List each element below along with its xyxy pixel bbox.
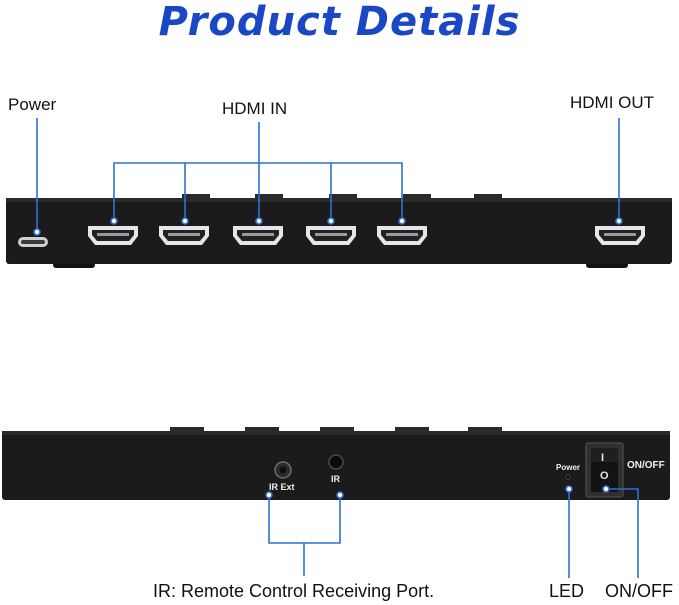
hdmi-in-port-3 bbox=[233, 226, 283, 245]
ir-ext-text: IR Ext bbox=[269, 482, 295, 492]
hdmi-in-label: HDMI IN bbox=[222, 99, 288, 118]
power-led-text: Power bbox=[556, 463, 581, 472]
switch-off-symbol: O bbox=[600, 470, 609, 482]
hdmi-in-port-2 bbox=[159, 226, 209, 245]
ir-receiver bbox=[328, 454, 344, 470]
ir-text: IR bbox=[331, 474, 340, 484]
hdmi-in-port-4 bbox=[306, 226, 356, 245]
switch-on-symbol: I bbox=[601, 452, 605, 464]
ir-ext-jack bbox=[274, 461, 292, 479]
on-off-device-text: ON/OFF bbox=[627, 460, 665, 471]
power-led bbox=[565, 474, 571, 480]
on-off-label: ON/OFF bbox=[605, 581, 673, 601]
front-callout-dots bbox=[33, 217, 623, 236]
power-label: Power bbox=[8, 95, 57, 114]
hdmi-in-port-5 bbox=[377, 226, 427, 245]
rocker-switch bbox=[585, 442, 624, 498]
usb-c-power-port bbox=[18, 237, 48, 247]
hdmi-out-label: HDMI OUT bbox=[570, 93, 655, 112]
led-label: LED bbox=[549, 581, 585, 601]
hdmi-in-port-1 bbox=[88, 226, 138, 245]
hdmi-out-port bbox=[595, 226, 645, 245]
front-callout-lines bbox=[36, 118, 620, 230]
hdmi-in-ports bbox=[88, 226, 427, 245]
ir-caption: IR: Remote Control Receiving Port. bbox=[153, 581, 435, 601]
back-callout-dots bbox=[265, 485, 610, 499]
back-callout-lines bbox=[268, 488, 639, 578]
page-title: Product Details bbox=[158, 0, 521, 45]
